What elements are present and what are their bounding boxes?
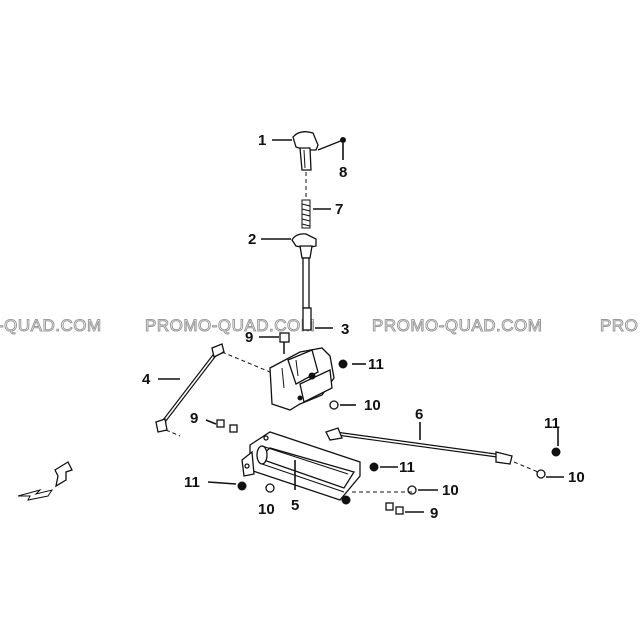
cable-washer	[536, 469, 546, 479]
lower-nut	[369, 462, 379, 472]
callout-9-c: 9	[430, 505, 438, 522]
watermark-center-right: PROMO-QUAD.COM	[372, 316, 542, 335]
callout-3: 3	[341, 321, 349, 338]
callout-11-d: 11	[184, 474, 200, 491]
lever-bracket	[269, 347, 335, 411]
cable-nut	[551, 447, 561, 457]
shift-knob	[292, 131, 319, 171]
bracket-washer	[329, 400, 339, 410]
leader-lines	[158, 139, 564, 513]
watermark-center-left: PROMO-QUAD.COM	[145, 316, 315, 335]
spring	[301, 199, 311, 229]
callout-1: 1	[258, 132, 266, 149]
shift-cable	[325, 427, 513, 465]
left-washer	[265, 483, 275, 493]
callout-6: 6	[415, 406, 423, 423]
watermark-right: PRO	[600, 316, 638, 335]
shift-lever	[291, 233, 317, 331]
callout-10-c: 10	[442, 482, 459, 499]
callout-10-a: 10	[364, 397, 381, 414]
callout-10-d: 10	[258, 501, 275, 518]
callout-4: 4	[142, 371, 151, 388]
bracket-nut	[338, 359, 348, 369]
callout-10-b: 10	[568, 469, 585, 486]
watermark-left: -QUAD.COM	[0, 316, 102, 335]
bracket-bolt	[279, 332, 290, 354]
callout-9-a: 9	[245, 329, 253, 346]
watermark: -QUAD.COM PROMO-QUAD.COM PROMO-QUAD.COM …	[0, 316, 638, 336]
callout-11-c: 11	[399, 459, 415, 476]
callout-11-a: 11	[368, 356, 384, 373]
callout-7: 7	[335, 201, 343, 218]
mount-bolts	[216, 419, 238, 433]
callouts: 1 8 7 2 3 9 11 4 10 6 9 11 11 11 10 10 5…	[142, 132, 585, 522]
lower-washer	[407, 485, 417, 495]
callout-2: 2	[248, 231, 256, 248]
callout-9-b: 9	[190, 410, 198, 427]
callout-11-b: 11	[544, 415, 560, 432]
mount-bracket	[241, 431, 361, 505]
callout-8: 8	[339, 164, 347, 181]
knob-screw	[317, 137, 346, 151]
left-nut	[237, 481, 247, 491]
lower-bolts	[385, 502, 404, 515]
callout-5: 5	[291, 497, 299, 514]
arrow-front-icon	[17, 461, 73, 501]
